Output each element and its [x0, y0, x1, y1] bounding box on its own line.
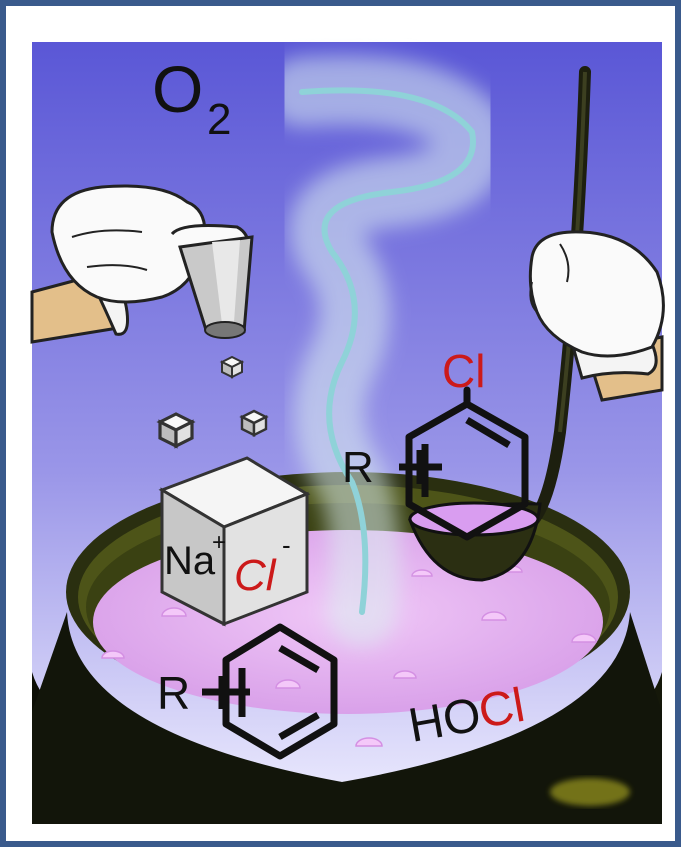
- ladle-r-group-label: R: [342, 443, 374, 492]
- oxygen-label: O 2: [152, 52, 231, 144]
- hocl-cl-label: Cl: [475, 679, 529, 739]
- ladle-chlorine-label: Cl: [442, 345, 485, 397]
- pot-r-group-label: R: [157, 667, 190, 719]
- hocl-ho-label: HO: [405, 688, 485, 753]
- cube-chloride-charge: -: [282, 530, 291, 560]
- oxygen-subscript: 2: [207, 95, 231, 144]
- salt-shaker: [178, 235, 254, 339]
- right-gloved-hand: [528, 230, 665, 402]
- cube-sodium-label: Na: [164, 539, 216, 583]
- salt-crystals: [156, 355, 269, 449]
- steam: [267, 55, 508, 647]
- cube-chloride-label: Cl: [234, 551, 277, 600]
- arene-structure: [202, 623, 338, 760]
- chlorobenzene-structure: [399, 386, 529, 541]
- cube-sodium-charge: +: [212, 529, 226, 556]
- bubbles: [101, 565, 597, 747]
- oxygen-letter: O: [152, 52, 203, 126]
- illustration: O 2 Na + Cl -: [30, 42, 665, 824]
- nacl-cube: [158, 456, 311, 627]
